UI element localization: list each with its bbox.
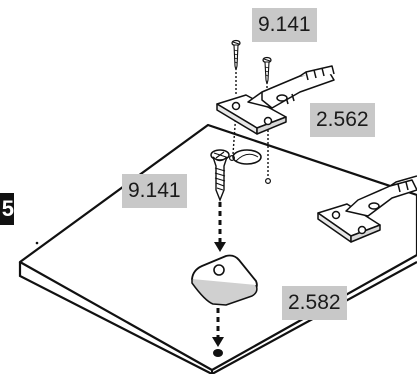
part-label-pad: 2.582 [282, 286, 347, 320]
arrow-pad [212, 308, 224, 357]
step-number: 5 [0, 193, 14, 225]
board-drill-holes [229, 149, 272, 185]
guide-lines-small [232, 72, 269, 176]
hinge-right [317, 175, 417, 243]
part-label-screw-top: 9.141 [252, 8, 317, 42]
part-label-screw-center: 9.141 [122, 174, 187, 208]
center-screw [210, 149, 230, 202]
hinge-top [216, 65, 335, 135]
arrow-screw [214, 202, 226, 252]
small-screw-right [262, 56, 272, 85]
small-screw-left [231, 39, 241, 71]
cover-pad [191, 254, 258, 306]
part-label-hinge-plate: 2.562 [310, 103, 375, 137]
